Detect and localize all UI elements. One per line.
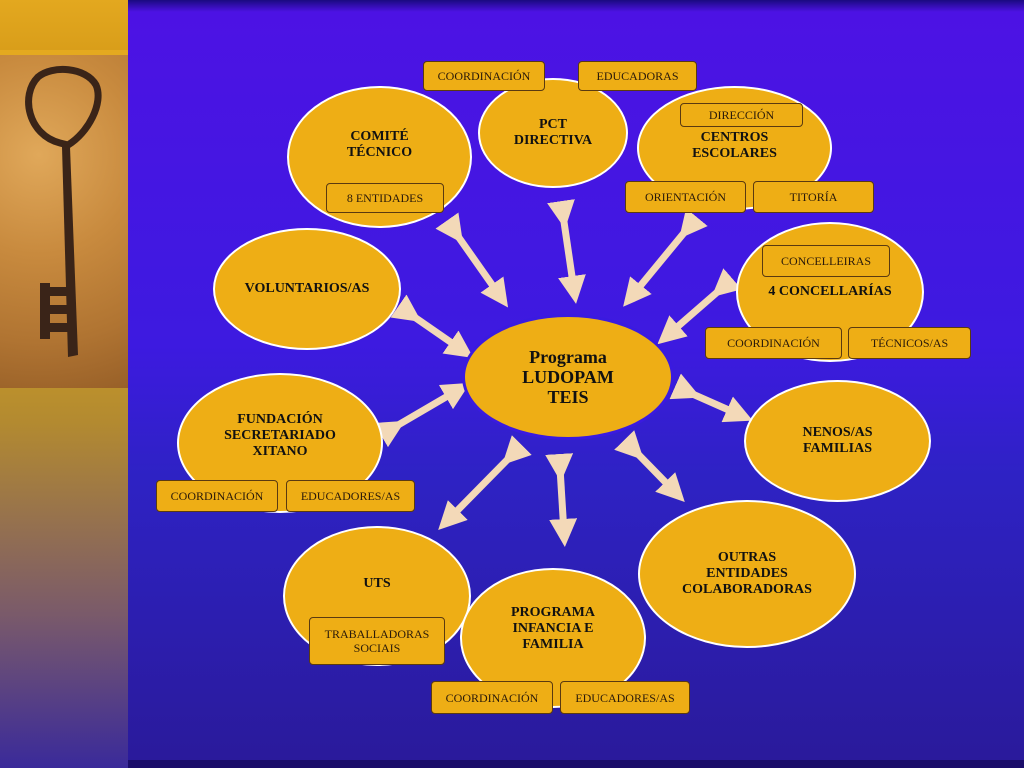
tag-concellarias-tecnicos: TÉCNICOS/AS (848, 327, 971, 359)
tag-centros-direccion: DIRECCIÓN (680, 103, 803, 127)
node-outras-entidades: OUTRAS ENTIDADES COLABORADORAS (638, 500, 856, 648)
node-pct-directiva: PCT DIRECTIVA (478, 78, 628, 188)
arrow-concellarias (657, 268, 742, 345)
bottom-edge (128, 760, 1024, 768)
arrow-centros (623, 208, 708, 307)
node-nenos-familias: NENOS/AS FAMILIAS (744, 380, 931, 502)
key-icon (25, 65, 102, 357)
node-programa-ludopam-teis: Programa LUDOPAM TEIS (462, 314, 674, 440)
tag-infancia-coordinacion: COORDINACIÓN (431, 681, 553, 714)
arrow-uts (438, 435, 532, 530)
node-voluntarios: VOLUNTARIOS/AS (213, 228, 401, 350)
arrow-comite (435, 212, 509, 308)
tag-fundacion-coordinacion: COORDINACIÓN (156, 480, 278, 512)
tag-centros-titoria: TITORÍA (753, 181, 874, 213)
tag-centros-orientacion: ORIENTACIÓN (625, 181, 746, 213)
arrow-nenos (669, 373, 753, 423)
arrow-pct (547, 199, 586, 304)
tag-pct-coordinacion: COORDINACIÓN (423, 61, 545, 91)
arrow-outras (614, 430, 685, 503)
tag-comite-8-entidades: 8 ENTIDADES (326, 183, 444, 213)
top-edge (128, 0, 1024, 12)
tag-pct-educadoras: EDUCADORAS (578, 61, 697, 91)
tag-fundacion-educadores: EDUCADORES/AS (286, 480, 415, 512)
tag-infancia-educadores: EDUCADORES/AS (560, 681, 690, 714)
arrow-infancia (545, 453, 578, 547)
arrow-voluntarios (390, 294, 474, 358)
key-photo (0, 55, 128, 388)
arrow-fundacion (373, 382, 471, 448)
tag-uts-traballadoras-sociais: TRABALLADORAS SOCIAIS (309, 617, 445, 665)
sidebar-top-strip (0, 0, 128, 50)
tag-concellarias-coordinacion: COORDINACIÓN (705, 327, 842, 359)
tag-concellarias-concelleiras: CONCELLEIRAS (762, 245, 890, 277)
